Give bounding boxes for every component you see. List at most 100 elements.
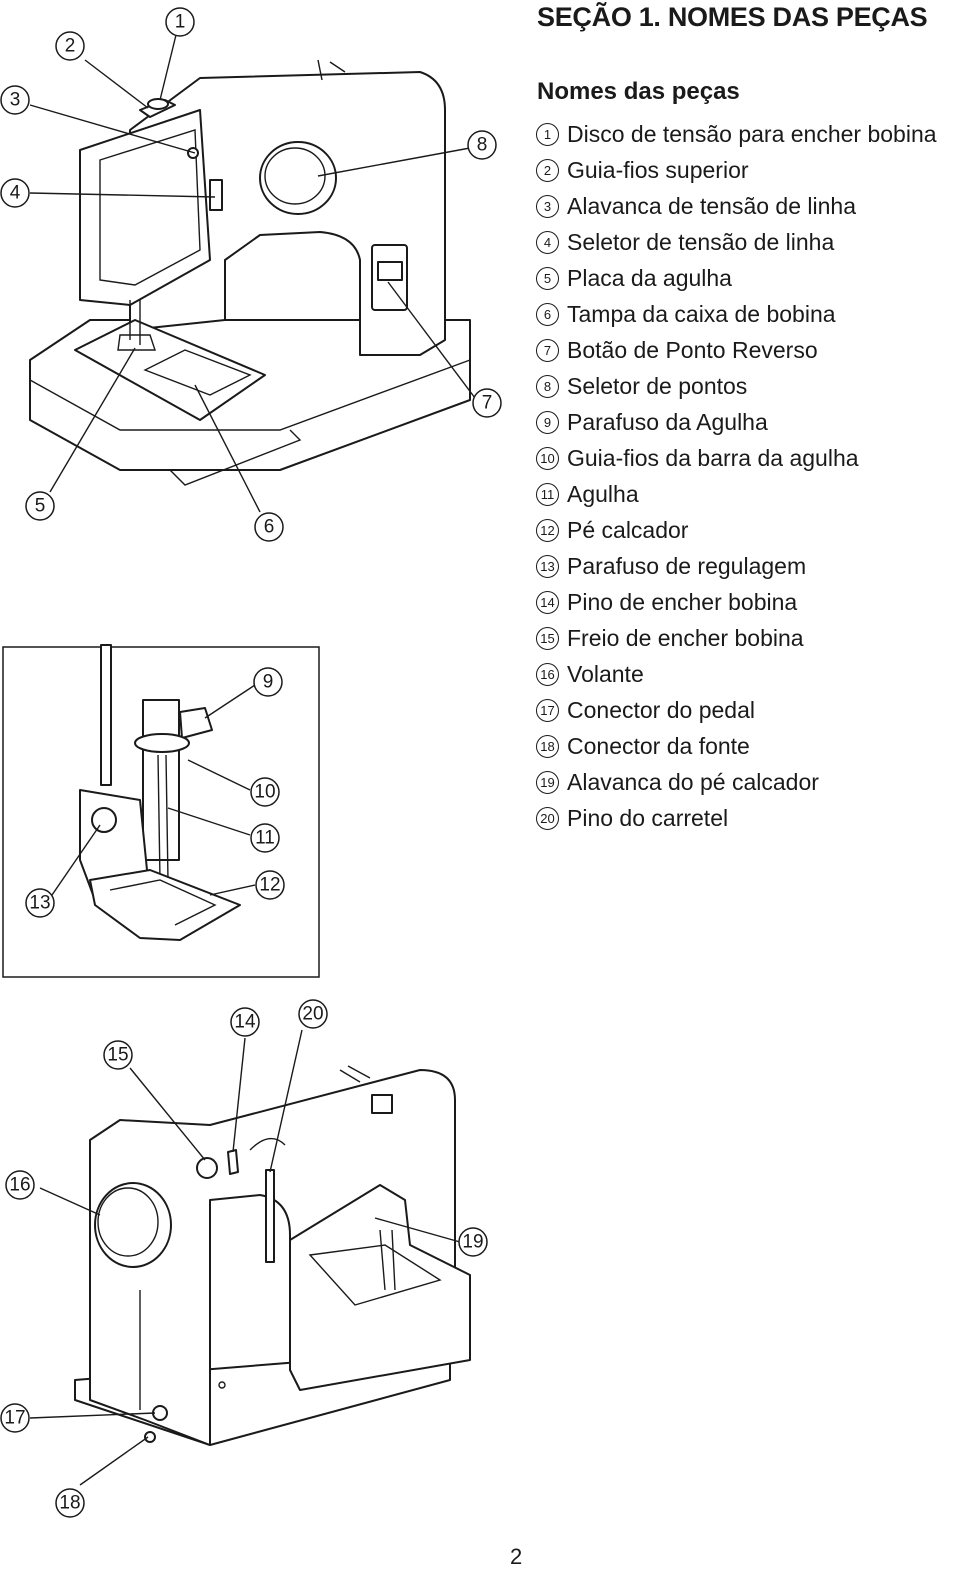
list-item: 2 Guia-fios superior: [536, 152, 937, 188]
svg-text:5: 5: [35, 496, 46, 517]
callout-16: 16: [5, 1170, 35, 1200]
item-number: 16: [536, 662, 559, 686]
item-number: 3: [536, 194, 559, 218]
svg-text:1: 1: [175, 12, 186, 33]
list-item: 4 Seletor de tensão de linha: [536, 224, 937, 260]
callout-5: 5: [25, 491, 55, 521]
callout-6: 6: [254, 512, 284, 542]
item-label: Conector da fonte: [567, 733, 750, 759]
svg-text:3: 3: [10, 90, 21, 111]
section-title: SEÇÃO 1. NOMES DAS PEÇAS: [537, 2, 928, 32]
item-number: 19: [536, 770, 559, 794]
callout-11: 11: [250, 823, 280, 853]
item-number: 20: [536, 806, 559, 830]
front-machine-drawing: [29, 59, 471, 486]
item-number: 18: [536, 734, 559, 758]
item-label: Pino de encher bobina: [567, 589, 798, 615]
callout-12: 12: [255, 870, 285, 900]
svg-text:8: 8: [477, 135, 488, 156]
list-item: 20 Pino do carretel: [536, 800, 937, 836]
svg-text:14: 14: [234, 1012, 256, 1033]
svg-text:18: 18: [59, 1493, 80, 1514]
item-label: Alavanca do pé calcador: [567, 769, 819, 795]
svg-text:2: 2: [65, 36, 76, 57]
svg-text:16: 16: [9, 1175, 30, 1196]
callout-18: 18: [55, 1488, 85, 1518]
front-leader-lines: [29, 34, 476, 513]
page-number: 2: [510, 1544, 523, 1569]
callout-20: 20: [298, 999, 328, 1029]
detail-leader-lines: [51, 684, 256, 896]
item-label: Agulha: [567, 481, 639, 507]
item-label: Parafuso da Agulha: [567, 409, 768, 435]
callout-7: 7: [472, 388, 502, 418]
list-item: 8 Seletor de pontos: [536, 368, 937, 404]
rear-leader-lines: [29, 1029, 461, 1486]
item-number: 13: [536, 554, 559, 578]
svg-text:12: 12: [259, 875, 280, 896]
item-number: 11: [536, 482, 559, 506]
svg-text:10: 10: [254, 782, 275, 803]
callout-2: 2: [55, 31, 85, 61]
item-number: 2: [536, 158, 559, 182]
callout-17: 17: [0, 1403, 30, 1433]
svg-text:20: 20: [302, 1004, 323, 1025]
rear-machine-drawing: [74, 1065, 471, 1446]
list-item: 9 Parafuso da Agulha: [536, 404, 937, 440]
svg-text:6: 6: [264, 517, 275, 538]
item-label: Guia-fios superior: [567, 157, 749, 183]
callout-1: 1: [165, 7, 195, 37]
list-item: 18 Conector da fonte: [536, 728, 937, 764]
svg-text:17: 17: [4, 1408, 25, 1429]
callout-19: 19: [458, 1227, 488, 1257]
list-item: 11 Agulha: [536, 476, 937, 512]
svg-text:4: 4: [10, 183, 21, 204]
item-label: Parafuso de regulagem: [567, 553, 807, 579]
list-item: 10 Guia-fios da barra da agulha: [536, 440, 937, 476]
callout-14: 14: [230, 1007, 260, 1037]
item-label: Placa da agulha: [567, 265, 732, 291]
item-label: Freio de encher bobina: [567, 625, 804, 651]
item-label: Disco de tensão para encher bobina: [567, 121, 937, 147]
item-number: 8: [536, 374, 559, 398]
item-number: 17: [536, 698, 559, 722]
callout-13: 13: [25, 888, 55, 918]
item-label: Volante: [567, 661, 644, 687]
svg-text:11: 11: [255, 828, 275, 849]
list-item: 12 Pé calcador: [536, 512, 937, 548]
item-number: 4: [536, 230, 559, 254]
item-label: Tampa da caixa de bobina: [567, 301, 836, 327]
item-number: 7: [536, 338, 559, 362]
callout-10: 10: [250, 777, 280, 807]
needle-detail-drawing: [2, 644, 320, 978]
svg-text:9: 9: [263, 672, 274, 693]
item-number: 1: [536, 122, 559, 146]
item-number: 12: [536, 518, 559, 542]
item-number: 9: [536, 410, 559, 434]
item-number: 10: [536, 446, 559, 470]
item-number: 5: [536, 266, 559, 290]
item-label: Guia-fios da barra da agulha: [567, 445, 859, 471]
svg-text:19: 19: [462, 1232, 483, 1253]
item-number: 15: [536, 626, 559, 650]
list-item: 19 Alavanca do pé calcador: [536, 764, 937, 800]
callout-4: 4: [0, 178, 30, 208]
item-label: Alavanca de tensão de linha: [567, 193, 856, 219]
item-label: Seletor de pontos: [567, 373, 748, 399]
list-item: 16 Volante: [536, 656, 937, 692]
list-item: 3 Alavanca de tensão de linha: [536, 188, 937, 224]
callout-15: 15: [103, 1040, 133, 1070]
item-label: Seletor de tensão de linha: [567, 229, 835, 255]
callout-9: 9: [253, 667, 283, 697]
list-item: 5 Placa da agulha: [536, 260, 937, 296]
item-label: Pé calcador: [567, 517, 689, 543]
list-item: 13 Parafuso de regulagem: [536, 548, 937, 584]
item-label: Pino do carretel: [567, 805, 729, 831]
svg-text:13: 13: [29, 893, 50, 914]
